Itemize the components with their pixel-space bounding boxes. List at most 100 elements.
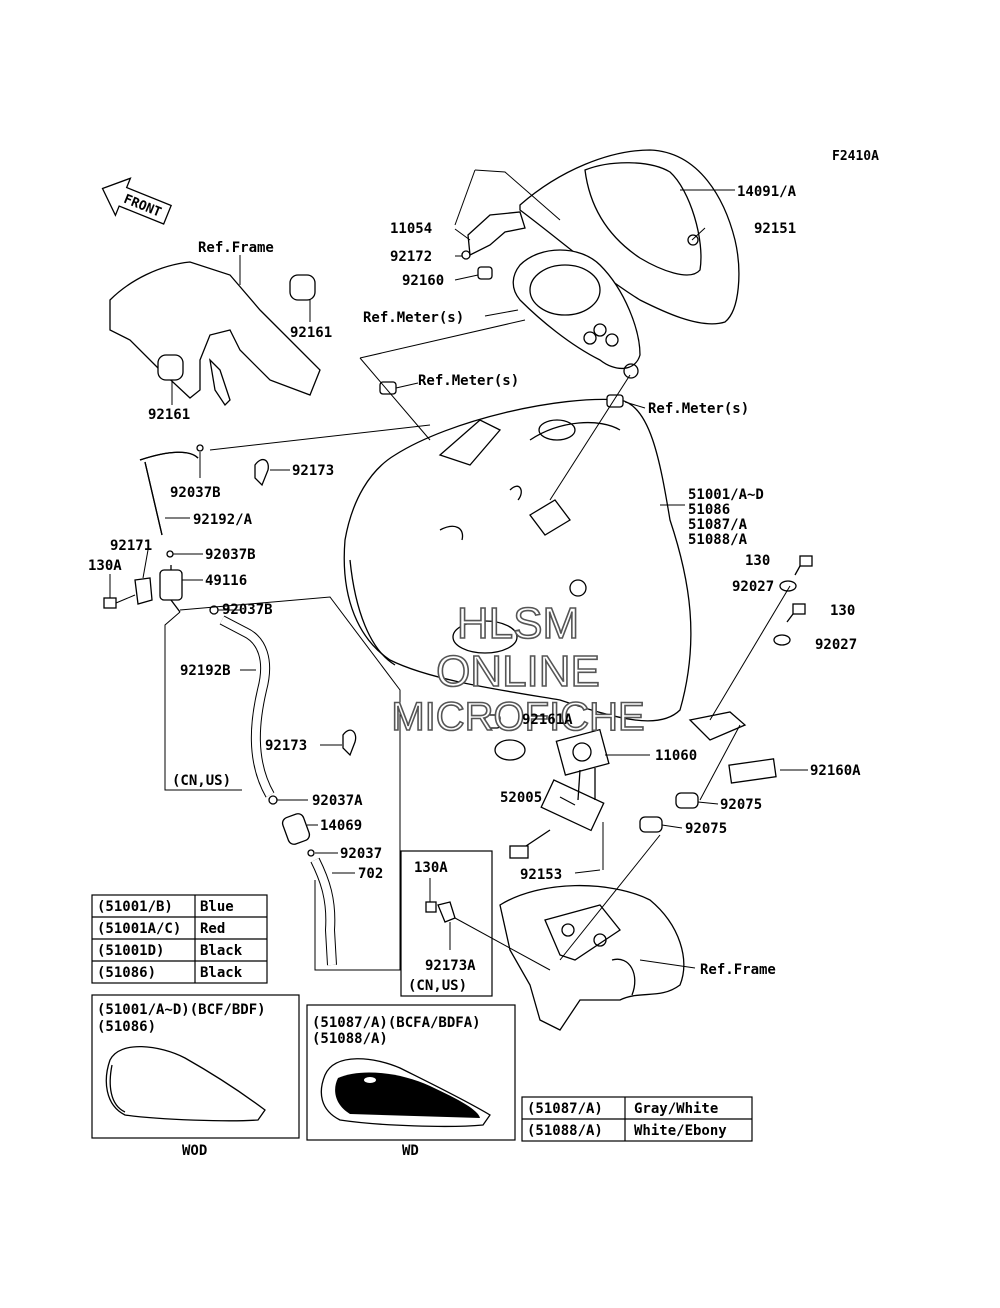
inset-wd-line2: (51088/A) (312, 1031, 388, 1047)
color2-code-2: (51088/A) (527, 1123, 603, 1139)
label-130-b: 130 (830, 603, 855, 619)
damper-92075-icon (675, 792, 699, 809)
label-92037: 92037 (340, 846, 382, 862)
svg-text:HLSM: HLSM (457, 599, 579, 648)
fuel-tank-part (343, 398, 692, 722)
frame-upper-part (109, 261, 321, 407)
label-tank-51087: 51087/A (688, 517, 748, 533)
label-ref-meter-2: Ref.Meter(s) (418, 373, 519, 389)
rubber-92161-icon (289, 274, 316, 301)
pad-92160A-icon (728, 758, 777, 784)
label-92037B-a: 92037B (170, 485, 221, 501)
watermark: HLSM ONLINE MICROFICHE (391, 598, 646, 740)
inset-wod-line2: (51086) (97, 1019, 156, 1035)
bracket-92171-icon (134, 577, 153, 605)
inset-wod-line1: (51001/A~D)(BCF/BDF) (97, 1002, 266, 1018)
label-ref-frame-1: Ref.Frame (198, 240, 274, 256)
label-14069: 14069 (320, 818, 362, 834)
clamp-92037B-b-icon (166, 550, 174, 558)
fuel-hose-part (219, 615, 275, 798)
label-ref-meter-1: Ref.Meter(s) (363, 310, 464, 326)
grommet-icon (606, 394, 624, 408)
inset-wod-caption: WOD (182, 1143, 207, 1159)
label-ref-meter-3: Ref.Meter(s) (648, 401, 749, 417)
bolt-130-icon (794, 555, 813, 576)
label-92192A: 92192/A (193, 512, 253, 528)
label-52005: 52005 (500, 790, 542, 806)
label-cn-us-1: (CN,US) (172, 773, 231, 789)
label-tank-51086: 51086 (688, 502, 730, 518)
bolt-130b-icon (786, 603, 806, 623)
label-49116: 49116 (205, 573, 247, 589)
label-tank-51088: 51088/A (688, 532, 748, 548)
color-code-3: (51001D) (97, 943, 164, 959)
label-92027-a: 92027 (732, 579, 774, 595)
label-92160: 92160 (402, 273, 444, 289)
label-702: 702 (358, 866, 383, 882)
label-11060: 11060 (655, 748, 697, 764)
label-92151: 92151 (754, 221, 796, 237)
label-cn-us-2: (CN,US) (408, 978, 467, 994)
label-92037B-b: 92037B (205, 547, 256, 563)
label-92161-a: 92161 (290, 325, 332, 341)
label-92027-b: 92027 (815, 637, 857, 653)
label-92037B-c: 92037B (222, 602, 273, 618)
color-name-1: Blue (200, 899, 234, 915)
front-arrow-icon: FRONT (101, 177, 173, 225)
valve-49116-part (159, 565, 183, 613)
clamp-92037A-icon (268, 795, 278, 805)
inset-wd-line1: (51087/A)(BCFA/BDFA) (312, 1015, 481, 1031)
fuel-pump-part (509, 728, 610, 859)
color-code-1: (51001/B) (97, 899, 173, 915)
meter-part (512, 249, 641, 379)
label-130A-b: 130A (414, 860, 448, 876)
clamp-92037B-icon (196, 444, 204, 452)
grommet-92160-icon (477, 266, 493, 280)
label-92161A: 92161A (522, 712, 573, 728)
label-tank-51001: 51001/A~D (688, 487, 764, 503)
color2-name-2: White/Ebony (634, 1123, 727, 1139)
label-92075-a: 92075 (720, 797, 762, 813)
label-92173-a: 92173 (292, 463, 334, 479)
color-code-2: (51001A/C) (97, 921, 181, 937)
collar-92027-icon (779, 580, 797, 592)
rubber-92161b-icon (157, 354, 184, 381)
filter-14069-icon (281, 813, 311, 845)
label-92171: 92171 (110, 538, 152, 554)
label-92161-b: 92161 (148, 407, 190, 423)
damper-92161A-icon (484, 714, 501, 729)
label-130-a: 130 (745, 553, 770, 569)
color-table-1 (91, 894, 268, 984)
clamp-92037-icon (307, 849, 315, 857)
label-130A-a: 130A (88, 558, 122, 574)
breather-hose-part (139, 451, 199, 536)
label-11054: 11054 (390, 221, 432, 237)
label-14091A: 14091/A (737, 184, 797, 200)
color2-code-1: (51087/A) (527, 1101, 603, 1117)
color-name-2: Red (200, 921, 225, 937)
label-92075-b: 92075 (685, 821, 727, 837)
tank-wod-icon (105, 1045, 266, 1122)
color-name-3: Black (200, 943, 243, 959)
cap-icon (494, 739, 526, 761)
label-92153: 92153 (520, 867, 562, 883)
label-92037A: 92037A (312, 793, 363, 809)
tank-wd-panel-icon (335, 1072, 480, 1118)
label-92173A: 92173A (425, 958, 476, 974)
clip-92173A-icon (437, 901, 456, 923)
color-code-4: (51086) (97, 965, 156, 981)
screw-92172-icon (461, 250, 471, 260)
svg-text:ONLINE: ONLINE (436, 647, 600, 696)
bracket-tank-icon (688, 711, 747, 741)
bracket-part (467, 211, 526, 257)
bolt-130A-icon (103, 597, 117, 609)
damper-92075b-icon (639, 816, 663, 833)
label-92160A: 92160A (810, 763, 861, 779)
color2-name-1: Gray/White (634, 1101, 718, 1117)
inset-wd-caption: WD (402, 1143, 419, 1159)
svg-text:MICROFICHE: MICROFICHE (391, 695, 644, 739)
clip-92173b-icon (342, 729, 357, 757)
color-table-2 (521, 1096, 753, 1142)
inset-wd-box (306, 1004, 516, 1141)
